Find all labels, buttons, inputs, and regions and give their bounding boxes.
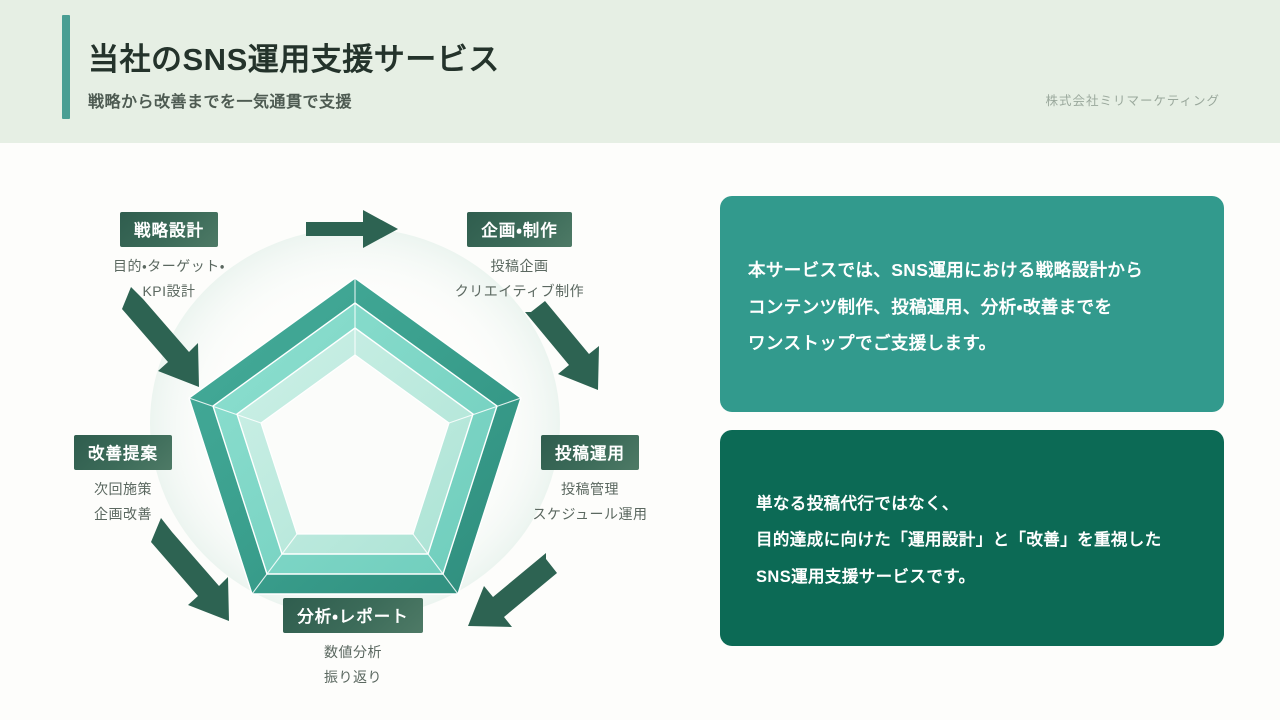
- panel-value-line3: SNS運用支援サービスです。: [756, 567, 976, 586]
- node-plan-label: 企画・制作: [467, 212, 572, 247]
- cycle-diagram: 戦略設計 目的・ターゲット・ KPI設計 企画・制作 投稿企画 クリエイティブ制…: [0, 143, 700, 720]
- page-title: 当社のSNS運用支援サービス: [88, 42, 500, 77]
- panel-overview-line1: 本サービスでは、SNS運用における戦略設計から: [748, 260, 1144, 280]
- node-report-label: 分析・レポート: [283, 598, 423, 633]
- arrow-improve-to-strategy: [122, 287, 199, 387]
- node-operate-desc-line2: スケジュール運用: [532, 505, 648, 522]
- node-operate[interactable]: 投稿運用 投稿管理 スケジュール運用: [500, 435, 680, 527]
- panel-value: 単なる投稿代行ではなく、 目的達成に向けた「運用設計」と「改善」を重視した SN…: [720, 430, 1224, 646]
- node-improve-desc: 次回施策 企画改善: [48, 477, 198, 527]
- node-operate-label: 投稿運用: [541, 435, 639, 470]
- panel-overview-line2: コンテンツ制作、投稿運用、分析・改善までを: [748, 296, 1113, 317]
- page-subtitle: 戦略から改善までを一気通貫で支援: [88, 94, 353, 111]
- arrow-report-to-improve: [151, 518, 229, 621]
- company-name: 株式会社ミリマーケティング: [1045, 94, 1220, 108]
- node-plan-desc-line2: クリエイティブ制作: [454, 282, 585, 299]
- pentagon-graphic: [122, 210, 599, 627]
- node-improve-desc-line1: 次回施策: [94, 481, 152, 497]
- node-strategy-desc: 目的・ターゲット・ KPI設計: [38, 254, 300, 304]
- node-improve-desc-line2: 企画改善: [94, 505, 152, 522]
- node-improve-label: 改善提案: [74, 435, 172, 470]
- pentagon-center: [260, 354, 450, 535]
- panel-value-line1: 単なる投稿代行ではなく、: [756, 495, 959, 513]
- node-operate-desc-line1: 投稿管理: [561, 481, 619, 497]
- panel-value-line2: 目的達成に向けた「運用設計」と「改善」を重視した: [756, 531, 1162, 550]
- node-report-desc: 数値分析 振り返り: [248, 640, 458, 690]
- panel-overview: 本サービスでは、SNS運用における戦略設計から コンテンツ制作、投稿運用、分析・…: [720, 196, 1224, 412]
- header-accent-bar: [62, 15, 70, 119]
- arrow-operate-to-report: [468, 553, 557, 627]
- panel-overview-line3: ワンストップでご支援します。: [748, 333, 997, 354]
- node-improve[interactable]: 改善提案 次回施策 企画改善: [48, 435, 198, 527]
- node-strategy[interactable]: 戦略設計 目的・ターゲット・ KPI設計: [38, 212, 300, 304]
- node-report-desc-line2: 振り返り: [324, 668, 382, 685]
- node-plan-desc-line1: 投稿企画: [490, 258, 549, 274]
- node-strategy-desc-line2: KPI設計: [142, 282, 196, 299]
- node-operate-desc: 投稿管理 スケジュール運用: [500, 477, 680, 527]
- arrow-plan-to-operate: [525, 301, 599, 390]
- slide-header: 当社のSNS運用支援サービス 戦略から改善までを一気通貫で支援 株式会社ミリマー…: [0, 0, 1280, 143]
- node-report[interactable]: 分析・レポート 数値分析 振り返り: [248, 598, 458, 690]
- node-plan[interactable]: 企画・制作 投稿企画 クリエイティブ制作: [412, 212, 627, 304]
- node-report-desc-line1: 数値分析: [324, 644, 382, 660]
- arrow-strategy-to-plan: [306, 210, 398, 248]
- node-plan-desc: 投稿企画 クリエイティブ制作: [412, 254, 627, 304]
- node-strategy-desc-line1: 目的・ターゲット・: [112, 258, 226, 274]
- node-strategy-label: 戦略設計: [120, 212, 218, 247]
